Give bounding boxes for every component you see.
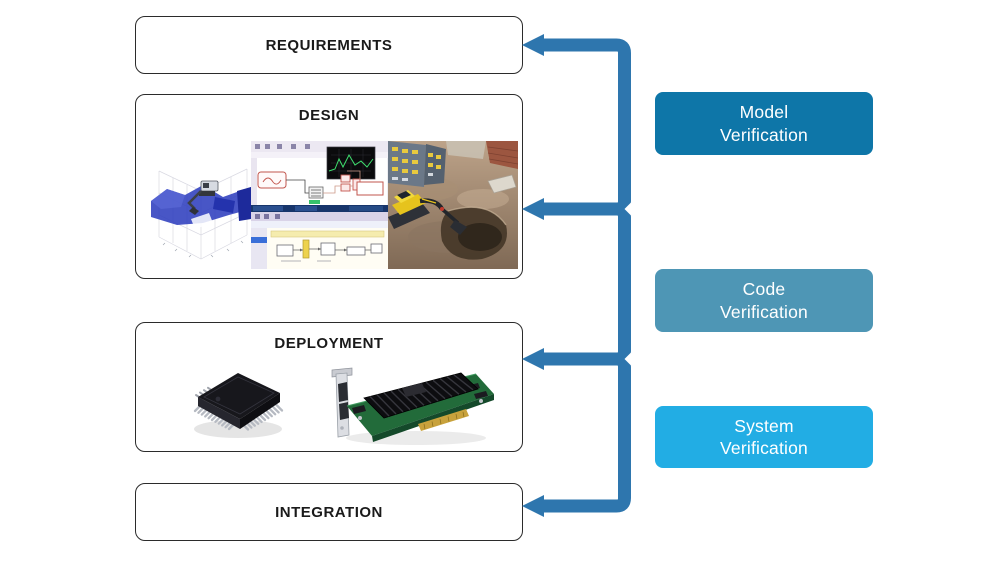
model-verification-bracket-arrow — [542, 38, 631, 216]
model-verification-line2: Verification — [719, 124, 808, 145]
arrowhead-requirements — [522, 34, 544, 56]
simulink-model-screenshot-image — [251, 141, 388, 269]
stage-box-design: DESIGN — [135, 94, 523, 279]
code-verification-line2: Verification — [719, 301, 808, 322]
design-media-strip — [151, 141, 518, 269]
stage-label-design: DESIGN — [298, 107, 360, 124]
arrowhead-integration — [522, 495, 544, 517]
simulation-3d-point-cloud-image — [151, 141, 251, 269]
stage-box-integration: INTEGRATION — [135, 483, 523, 541]
system-verification-line2: Verification — [719, 438, 808, 458]
stage-label-requirements: REQUIREMENTS — [265, 36, 393, 54]
system-verification-bracket-arrow — [542, 352, 631, 513]
code-verification-badge: Code Verification — [655, 269, 873, 332]
stage-label-integration: INTEGRATION — [275, 503, 383, 521]
system-verification-badge: System Verification — [655, 406, 873, 468]
model-verification-badge: Model Verification — [655, 92, 873, 155]
arrowhead-deployment — [522, 348, 544, 370]
code-verification-line1: Code — [742, 279, 786, 300]
model-verification-line1: Model — [739, 102, 789, 123]
stage-label-deployment: DEPLOYMENT — [274, 335, 384, 352]
bracket-junction-notch-design — [624, 201, 632, 217]
pcie-interface-card-image — [331, 367, 494, 445]
stage-box-deployment: DEPLOYMENT — [135, 322, 523, 452]
bracket-junction-notch-deployment — [624, 351, 632, 367]
code-verification-bracket-arrow — [542, 202, 631, 366]
verification-arrows-group — [522, 34, 631, 517]
deployment-media — [136, 323, 522, 451]
qfp-microcontroller-chip-image — [193, 373, 284, 438]
stage-box-requirements: REQUIREMENTS — [135, 16, 523, 74]
arrowhead-design — [522, 198, 544, 220]
excavator-construction-site-photo — [388, 141, 518, 269]
system-verification-line1: System — [734, 415, 794, 436]
